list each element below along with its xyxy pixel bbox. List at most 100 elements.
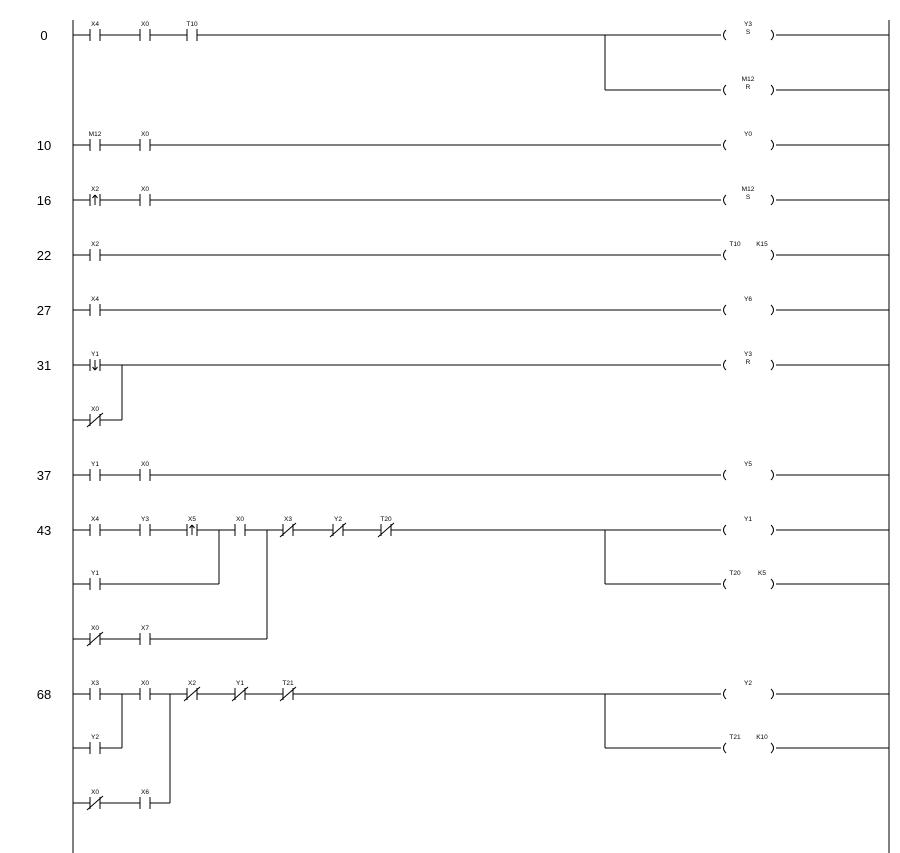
contact-label: X2: [188, 680, 196, 687]
contact-label: T10: [186, 21, 198, 28]
contact-nc: X0: [86, 625, 104, 647]
coil-left-arc: [723, 139, 727, 151]
coil-right-arc: [770, 29, 774, 41]
contact-label: X3: [91, 680, 99, 687]
contact-label: X0: [236, 516, 244, 523]
coil-left-arc: [723, 29, 727, 41]
contact-label: X0: [141, 21, 149, 28]
contact-nc: X0: [86, 406, 104, 428]
coil-right-arc: [770, 469, 774, 481]
coil-right-arc: [770, 84, 774, 96]
coil-name: Y5: [744, 461, 752, 468]
contact-no: X3: [89, 680, 101, 700]
contact-label: X5: [188, 516, 196, 523]
pulse-arrow: [94, 194, 98, 199]
coil-left-arc: [723, 359, 727, 371]
contact-no: Y2: [89, 734, 101, 754]
coil-left-arc: [723, 249, 727, 261]
power-rails: [72, 20, 890, 853]
pulse-arrow: [92, 366, 96, 371]
output-coil: Y0: [723, 131, 889, 151]
coil-right-arc: [770, 742, 774, 754]
contact-label: X6: [141, 789, 149, 796]
contact-label: X0: [91, 406, 99, 413]
coil-right-arc: [770, 304, 774, 316]
coil-left-arc: [723, 742, 727, 754]
step-number: 16: [37, 193, 51, 208]
output-coil: Y2: [723, 680, 889, 700]
coil-right-arc: [770, 139, 774, 151]
contact-label: T20: [380, 516, 392, 523]
coil-constant: K15: [756, 241, 768, 248]
contact-pls: X5: [186, 516, 198, 536]
contact-no: X4: [89, 516, 101, 536]
contact-nc: X3: [279, 516, 297, 538]
contact-label: Y3: [141, 516, 149, 523]
contact-label: X7: [141, 625, 149, 632]
step-number: 27: [37, 303, 51, 318]
coil-constant: K10: [756, 734, 768, 741]
contact-label: T21: [282, 680, 294, 687]
contact-label: X2: [91, 186, 99, 193]
coil-right-arc: [770, 524, 774, 536]
pulse-arrow: [94, 366, 98, 371]
contact-no: X0: [139, 131, 151, 151]
contact-plf: Y1: [89, 351, 101, 371]
coil-left-arc: [723, 578, 727, 590]
contact-no: T10: [186, 21, 198, 41]
contact-label: X3: [284, 516, 292, 523]
contact-label: Y2: [91, 734, 99, 741]
contact-label: X0: [91, 625, 99, 632]
coil-left-arc: [723, 688, 727, 700]
contact-label: X4: [91, 516, 99, 523]
contact-no: X0: [234, 516, 246, 536]
contact-no: X7: [139, 625, 151, 645]
step-number: 43: [37, 523, 51, 538]
output-coil: Y5: [723, 461, 889, 481]
pulse-arrow: [191, 524, 195, 529]
contact-slash: [279, 686, 297, 702]
contact-label: M12: [89, 131, 102, 138]
coil-name: Y3: [744, 21, 752, 28]
contact-label: Y2: [334, 516, 342, 523]
contact-label: X4: [91, 296, 99, 303]
contact-slash: [86, 631, 104, 647]
coil-name: Y6: [744, 296, 752, 303]
contact-label: X0: [141, 461, 149, 468]
contact-slash: [183, 686, 201, 702]
step-number: 22: [37, 248, 51, 263]
coil-argument: S: [746, 29, 751, 36]
rung-27: 27 X4 Y6: [37, 296, 889, 318]
contact-label: Y1: [236, 680, 244, 687]
contact-label: Y1: [91, 351, 99, 358]
coil-name: T20: [729, 570, 741, 577]
output-coil: Y3R: [723, 351, 889, 371]
contact-slash: [86, 412, 104, 428]
contact-label: X0: [141, 186, 149, 193]
contact-nc: X0: [86, 789, 104, 811]
contact-label: X4: [91, 21, 99, 28]
step-number: 37: [37, 468, 51, 483]
coil-name: Y3: [744, 351, 752, 358]
contact-label: X0: [91, 789, 99, 796]
rung-10: 10 M12 X0 Y0: [37, 131, 889, 153]
coil-right-arc: [770, 194, 774, 206]
rung-37: 37 Y1 X0 Y5: [37, 461, 889, 483]
contact-slash: [279, 522, 297, 538]
coil-left-arc: [723, 84, 727, 96]
contact-slash: [329, 522, 347, 538]
contact-no: X4: [89, 296, 101, 316]
contact-no: X0: [139, 461, 151, 481]
step-number: 10: [37, 138, 51, 153]
contact-pls: X2: [89, 186, 101, 206]
contact-no: Y1: [89, 461, 101, 481]
coil-argument: S: [746, 194, 751, 201]
coil-name: Y0: [744, 131, 752, 138]
contact-label: X0: [141, 680, 149, 687]
coil-left-arc: [723, 194, 727, 206]
